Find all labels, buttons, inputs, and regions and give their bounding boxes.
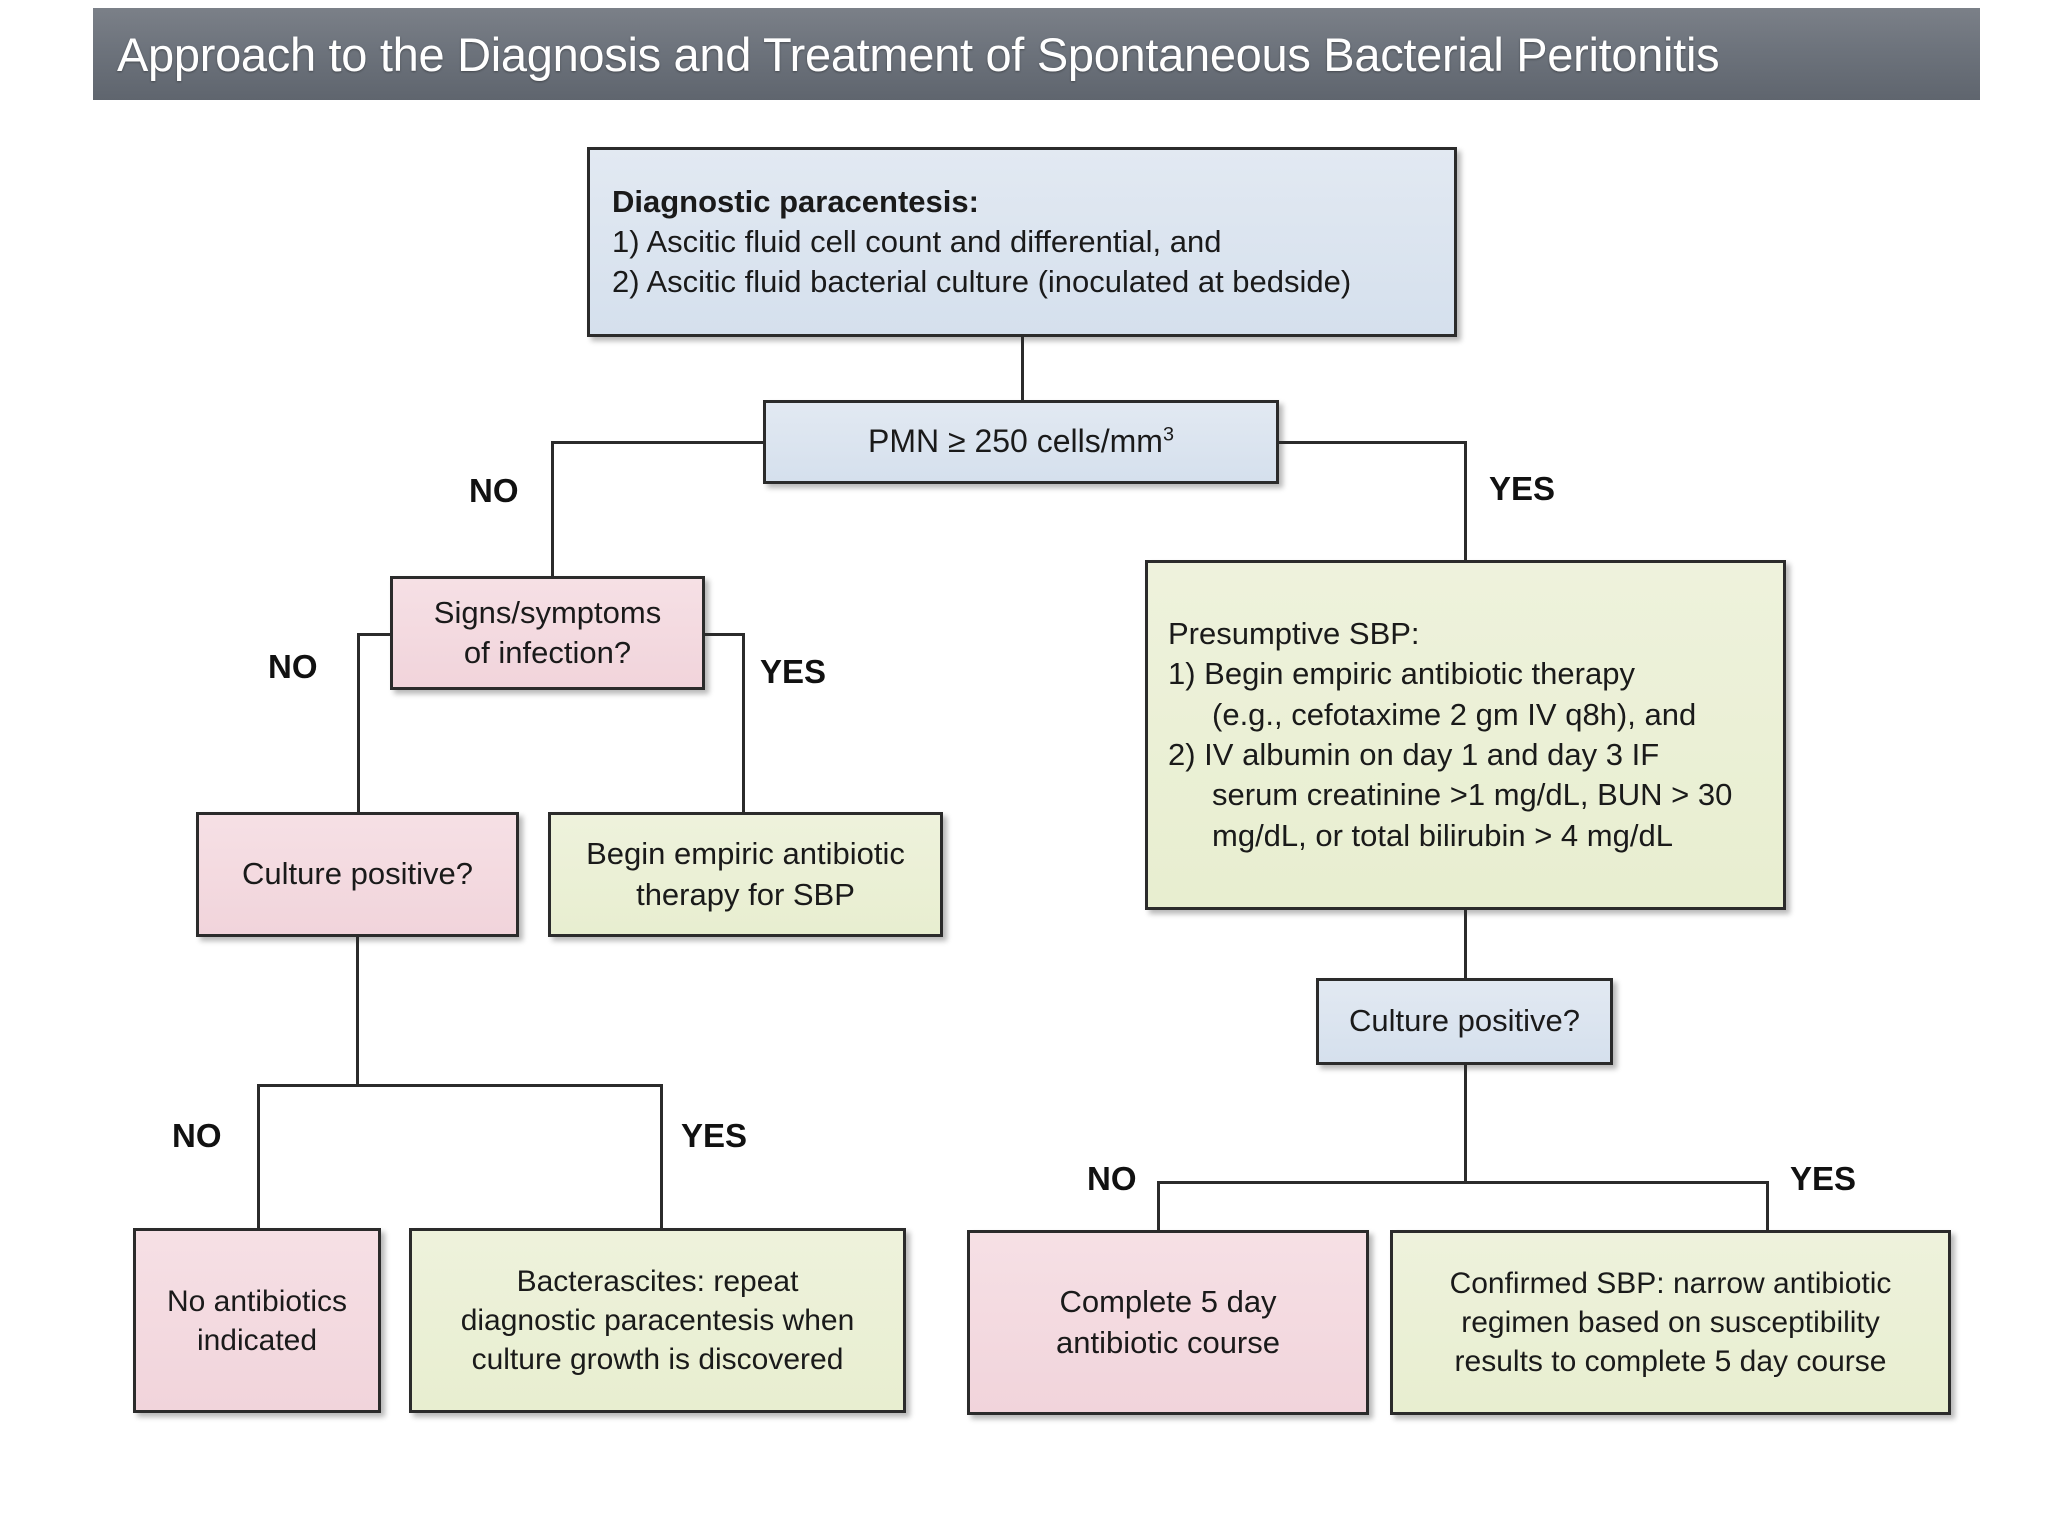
connector-pmn-no-to-signs [551,573,554,576]
complete-5-day-line-2: antibiotic course [1055,1324,1280,1360]
pmn-threshold-text: PMN ≥ 250 cells/mm3 [868,423,1174,460]
connector-paracentesis-to-pmn [1021,337,1024,400]
presumptive-sbp-line-2: (e.g., cefotaxime 2 gm IV q8h), and [1212,696,1697,732]
connector-culture-right-down [1464,1065,1467,1183]
diagnostic-paracentesis-heading: Diagnostic paracentesis: [612,183,979,219]
connector-culture-left-split [257,1084,663,1087]
branch-label-pmn-no: NO [469,472,519,509]
connector-culture-left-no-down [257,1084,260,1230]
node-signs-symptoms: Signs/symptoms of infection? [390,576,705,690]
connector-signs-yes-vertical [742,633,745,815]
connector-culture-right-split [1157,1181,1769,1184]
node-diagnostic-paracentesis: Diagnostic paracentesis: 1) Ascitic flui… [587,147,1457,337]
confirmed-sbp-line-1: Confirmed SBP: narrow antibiotic [1449,1267,1892,1300]
connector-signs-no-vertical [357,633,360,815]
no-antibiotics-line-1: No antibiotics [166,1284,348,1318]
node-culture-positive-left: Culture positive? [196,812,519,937]
branch-label-culture-right-yes: YES [1790,1160,1857,1197]
node-begin-empiric-sbp: Begin empiric antibiotic therapy for SBP [548,812,943,937]
confirmed-sbp-line-3: results to complete 5 day course [1454,1345,1887,1378]
branch-label-culture-left-yes: YES [681,1117,748,1154]
branch-label-signs-yes: YES [760,653,827,690]
connector-presumptive-to-culture-right [1464,910,1467,978]
bacterascites-line-2: diagnostic paracentesis when [460,1304,855,1337]
connector-culture-left-yes-down [660,1084,663,1230]
pmn-superscript: 3 [1162,423,1174,446]
signs-symptoms-line-1: Signs/symptoms [433,594,662,630]
node-complete-5-day: Complete 5 day antibiotic course [967,1230,1369,1415]
branch-label-signs-no: NO [268,648,318,685]
diagnostic-paracentesis-line-1: 1) Ascitic fluid cell count and differen… [612,223,1222,259]
connector-pmn-no-vertical [551,441,554,576]
bacterascites-line-3: culture growth is discovered [471,1343,844,1376]
diagnostic-paracentesis-line-2: 2) Ascitic fluid bacterial culture (inoc… [612,264,1352,300]
no-antibiotics-line-2: indicated [196,1323,318,1357]
node-bacterascites: Bacterascites: repeat diagnostic paracen… [409,1228,906,1413]
culture-positive-right-text: Culture positive? [1349,1003,1580,1039]
presumptive-sbp-heading: Presumptive SBP: [1168,616,1420,652]
node-pmn-threshold: PMN ≥ 250 cells/mm3 [763,400,1279,484]
connector-signs-yes-horizontal [702,633,745,636]
connector-culture-right-yes-down [1766,1181,1769,1232]
node-culture-positive-right: Culture positive? [1316,978,1613,1065]
branch-label-pmn-yes: YES [1489,470,1556,507]
page-title-bar: Approach to the Diagnosis and Treatment … [93,8,1980,100]
branch-label-culture-right-no: NO [1087,1160,1137,1197]
presumptive-sbp-line-1: 1) Begin empiric antibiotic therapy [1168,656,1635,692]
presumptive-sbp-line-3: 2) IV albumin on day 1 and day 3 IF [1168,737,1660,772]
connector-pmn-yes-horizontal [1277,441,1467,444]
signs-symptoms-line-2: of infection? [463,635,632,670]
connector-pmn-yes-vertical [1464,441,1467,561]
presumptive-sbp-line-4: serum creatinine >1 mg/dL, BUN > 30 [1212,777,1733,813]
culture-positive-left-text: Culture positive? [242,856,473,892]
connector-pmn-no-horizontal [551,441,765,444]
confirmed-sbp-line-2: regimen based on susceptibility [1461,1306,1880,1339]
presumptive-sbp-line-5: mg/dL, or total bilirubin > 4 mg/dL [1212,817,1673,853]
begin-empiric-sbp-line-2: therapy for SBP [636,876,855,912]
connector-culture-left-down [356,937,359,1086]
node-presumptive-sbp: Presumptive SBP: 1) Begin empiric antibi… [1145,560,1786,910]
branch-label-culture-left-no: NO [172,1117,222,1154]
connector-culture-right-no-down [1157,1181,1160,1232]
complete-5-day-line-1: Complete 5 day [1059,1284,1277,1320]
node-no-antibiotics: No antibiotics indicated [133,1228,381,1413]
begin-empiric-sbp-line-1: Begin empiric antibiotic [586,836,905,872]
page-title: Approach to the Diagnosis and Treatment … [117,27,1720,81]
node-confirmed-sbp: Confirmed SBP: narrow antibiotic regimen… [1390,1230,1951,1415]
connector-signs-no-horizontal [357,633,393,636]
bacterascites-line-1: Bacterascites: repeat [516,1265,799,1298]
